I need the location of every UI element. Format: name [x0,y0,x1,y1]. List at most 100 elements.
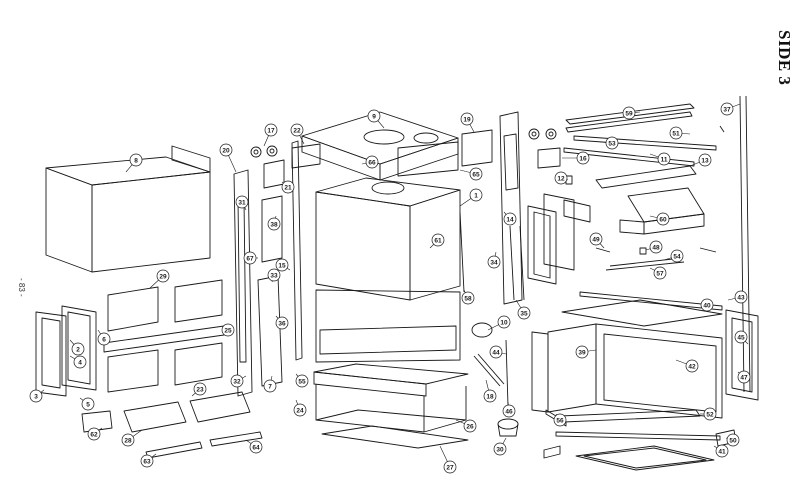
callout-51: 51 [669,126,691,140]
callout-label-67: 67 [246,255,254,262]
callout-42: 42 [675,359,699,373]
callout-19: 19 [460,112,475,133]
callout-56: 56 [553,413,567,427]
callout-circle-58 [461,291,475,305]
part-door-frames [35,305,97,397]
callout-label-20: 20 [222,147,230,154]
callout-circle-47 [737,370,751,384]
callout-2: 2 [69,339,85,356]
callout-label-2: 2 [76,346,80,353]
callout-circle-36 [275,316,289,330]
callout-label-8: 8 [134,157,138,164]
callout-circle-6 [97,332,111,346]
callout-circle-45 [734,330,748,344]
callout-22: 22 [290,123,305,145]
callout-label-1: 1 [474,192,478,199]
callout-circle-62 [87,427,101,441]
callout-label-60: 60 [659,216,667,223]
callout-17: 17 [263,123,278,147]
callout-circle-29 [156,269,170,283]
callout-label-66: 66 [368,159,376,166]
part-baffle [619,187,705,235]
callout-circle-65 [469,167,483,181]
callout-36: 36 [275,315,289,330]
callout-21: 21 [281,180,295,194]
callout-52: 52 [700,407,717,421]
callout-circle-34 [487,255,501,269]
callout-48: 48 [645,240,663,254]
callout-label-48: 48 [652,244,660,251]
part-ash-trays [81,391,263,459]
callout-43: 43 [727,290,748,304]
callout-label-30: 30 [496,446,504,453]
callout-30: 30 [493,437,507,456]
part-left-columns [233,140,303,397]
callout-3: 3 [29,389,45,403]
part-firebox [315,177,461,363]
part-right-door-frames [527,193,591,285]
callout-circle-35 [517,306,531,320]
callout-circle-16 [576,151,590,165]
part-side-panels [103,279,225,393]
callout-67: 67 [243,251,258,265]
callout-6: 6 [97,329,111,346]
callout-label-14: 14 [506,216,514,223]
callout-circle-7 [263,379,277,393]
callout-label-16: 16 [579,155,587,162]
callout-circle-11 [657,152,671,166]
part-base-stand [313,363,469,449]
callout-label-25: 25 [224,327,232,334]
callout-circle-37 [720,102,734,116]
callout-label-47: 47 [740,374,748,381]
callout-64: 64 [245,439,263,454]
part-far-right-column [725,95,759,401]
callout-label-37: 37 [723,106,731,113]
callout-circle-60 [656,212,670,226]
callout-circle-56 [553,413,567,427]
callout-label-21: 21 [284,184,292,191]
callout-label-24: 24 [296,407,304,414]
callout-label-26: 26 [466,423,474,430]
callout-circle-8 [129,153,143,167]
callout-label-45: 45 [737,334,745,341]
callout-circle-1 [469,188,483,202]
callout-circle-59 [622,106,636,120]
callout-14: 14 [503,211,517,226]
callout-label-7: 7 [268,383,272,390]
callout-circle-18 [483,389,497,403]
callout-label-59: 59 [625,110,633,117]
part-outer-shell [45,145,211,273]
callout-circle-57 [653,266,667,280]
callout-label-4: 4 [78,359,82,366]
callout-9: 9 [367,109,385,129]
callout-circle-66 [365,155,379,169]
callout-label-19: 19 [463,116,471,123]
callout-label-65: 65 [472,171,480,178]
callout-label-56: 56 [556,417,564,424]
callout-circle-42 [685,359,699,373]
callout-label-57: 57 [656,270,664,277]
callout-29: 29 [149,269,170,289]
callout-circle-3 [29,389,43,403]
callout-46: 46 [502,401,516,418]
callout-18: 18 [483,379,497,403]
page-title: SIDE 3 [775,30,794,86]
callout-10: 10 [487,315,511,331]
callout-circle-63 [140,454,154,468]
callout-label-34: 34 [490,259,498,266]
callout-label-15: 15 [278,262,286,269]
callout-circle-21 [281,180,295,194]
callout-8: 8 [125,153,143,173]
callout-label-49: 49 [592,236,600,243]
callout-16: 16 [562,151,590,165]
callout-circle-48 [649,240,663,254]
callout-label-54: 54 [673,253,681,260]
callout-23: 23 [191,382,207,397]
callout-49: 49 [589,232,605,249]
callout-58: 58 [461,289,475,305]
callout-circle-38 [267,217,281,231]
callout-label-42: 42 [688,363,696,370]
callout-62: 62 [87,427,103,441]
callout-label-28: 28 [124,437,132,444]
